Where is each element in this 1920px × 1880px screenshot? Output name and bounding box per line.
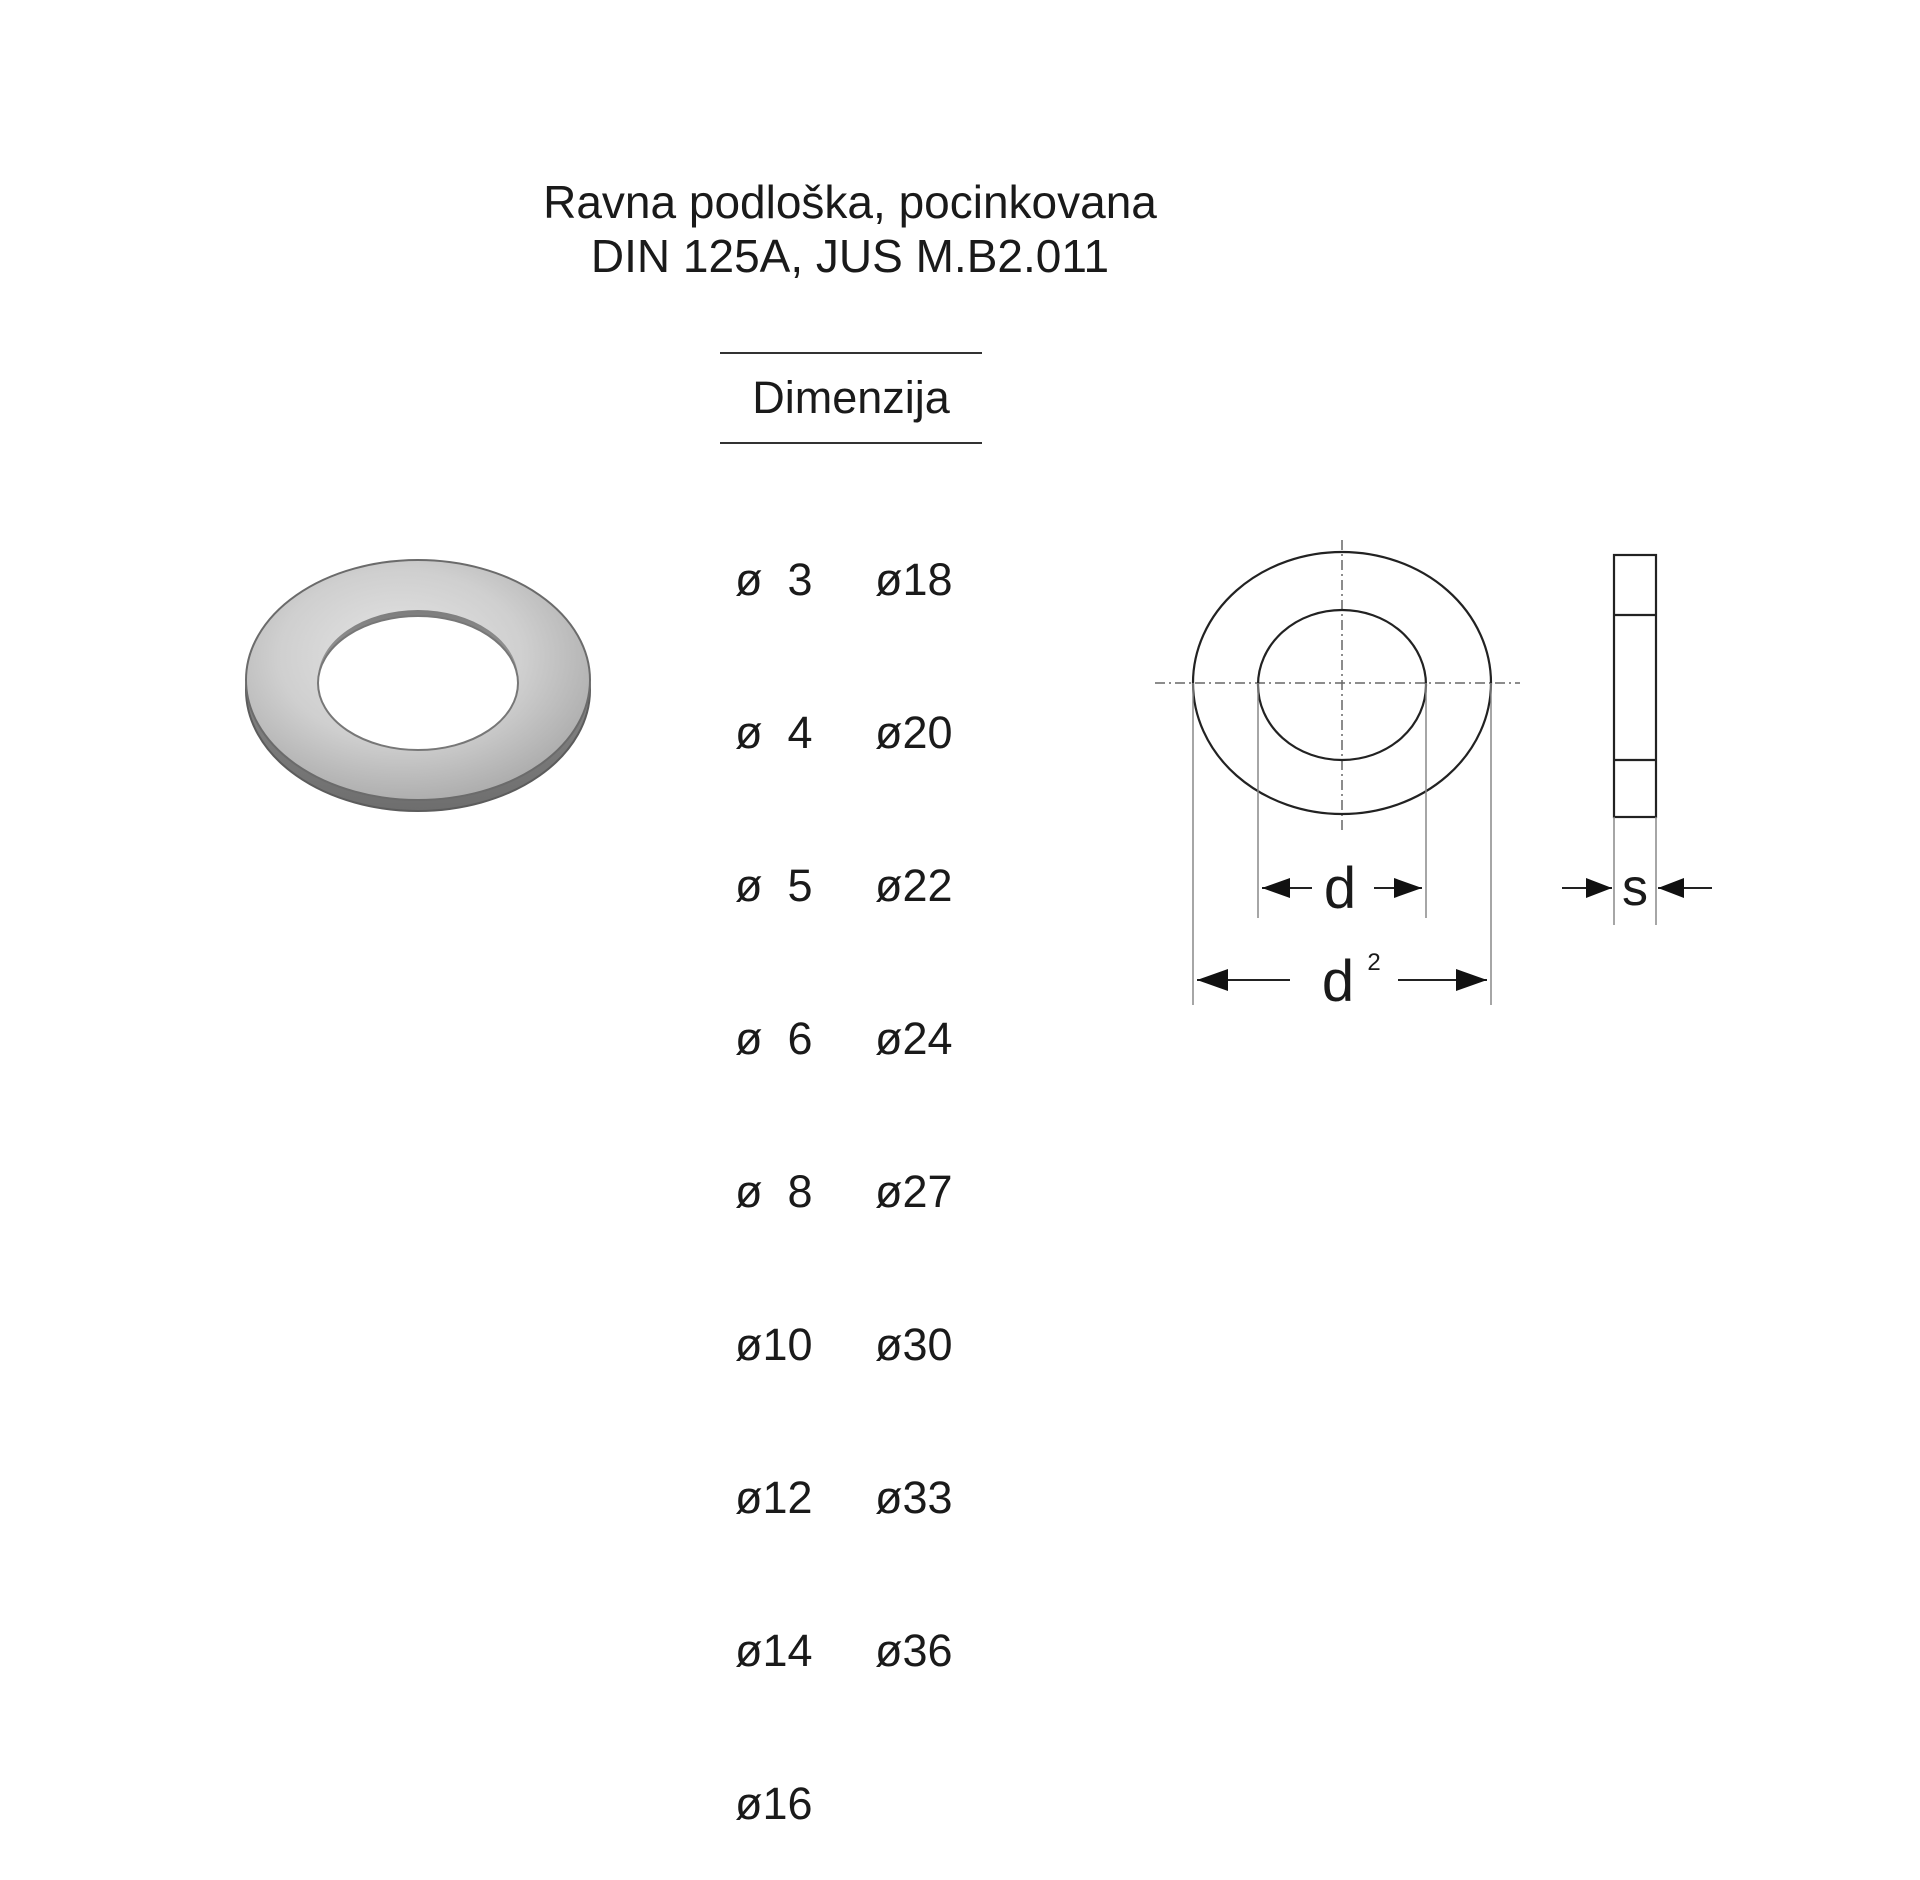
dimension-value: ø10 [735, 1319, 813, 1370]
dimension-value: ø27 [875, 1166, 953, 1217]
dimension-value: ø18 [875, 554, 953, 605]
dimension-value: ø 4 [735, 707, 813, 758]
inner-diameter-dimension: d [1262, 856, 1422, 921]
washer-front-view [1155, 540, 1520, 1005]
inner-diameter-label: d [1324, 856, 1356, 921]
dimension-value: ø 8 [735, 1166, 813, 1217]
dimension-value: ø12 [735, 1472, 813, 1523]
dimension-value: ø14 [735, 1625, 813, 1676]
thickness-dimension: s [1562, 859, 1712, 917]
dimension-value: ø16 [735, 1778, 813, 1829]
product-title-line1: Ravna podloška, pocinkovana [543, 176, 1157, 228]
dimension-value: ø20 [875, 707, 953, 758]
dimension-value: ø 3 [735, 554, 813, 605]
thickness-label: s [1622, 859, 1648, 917]
outer-diameter-label: d [1322, 949, 1354, 1014]
product-title: Ravna podloška, pocinkovana DIN 125A, JU… [400, 175, 1300, 283]
washer-photo [245, 559, 591, 812]
washer-side-view [1612, 553, 1658, 925]
dimension-header: Dimenzija [720, 352, 982, 444]
outer-diameter-dimension: d 2 [1197, 949, 1487, 1014]
outer-diameter-superscript: 2 [1367, 949, 1380, 976]
dimension-value: ø 5 [735, 860, 813, 911]
illustration-canvas: d d 2 s [245, 540, 1712, 1014]
dimension-value: ø24 [875, 1013, 953, 1064]
dimension-value: ø33 [875, 1472, 953, 1523]
dimension-value: ø 6 [735, 1013, 813, 1064]
dimension-value: ø30 [875, 1319, 953, 1370]
dimension-value: ø22 [875, 860, 953, 911]
product-title-line2: DIN 125A, JUS M.B2.011 [590, 230, 1110, 282]
dimension-value: ø36 [875, 1625, 953, 1676]
